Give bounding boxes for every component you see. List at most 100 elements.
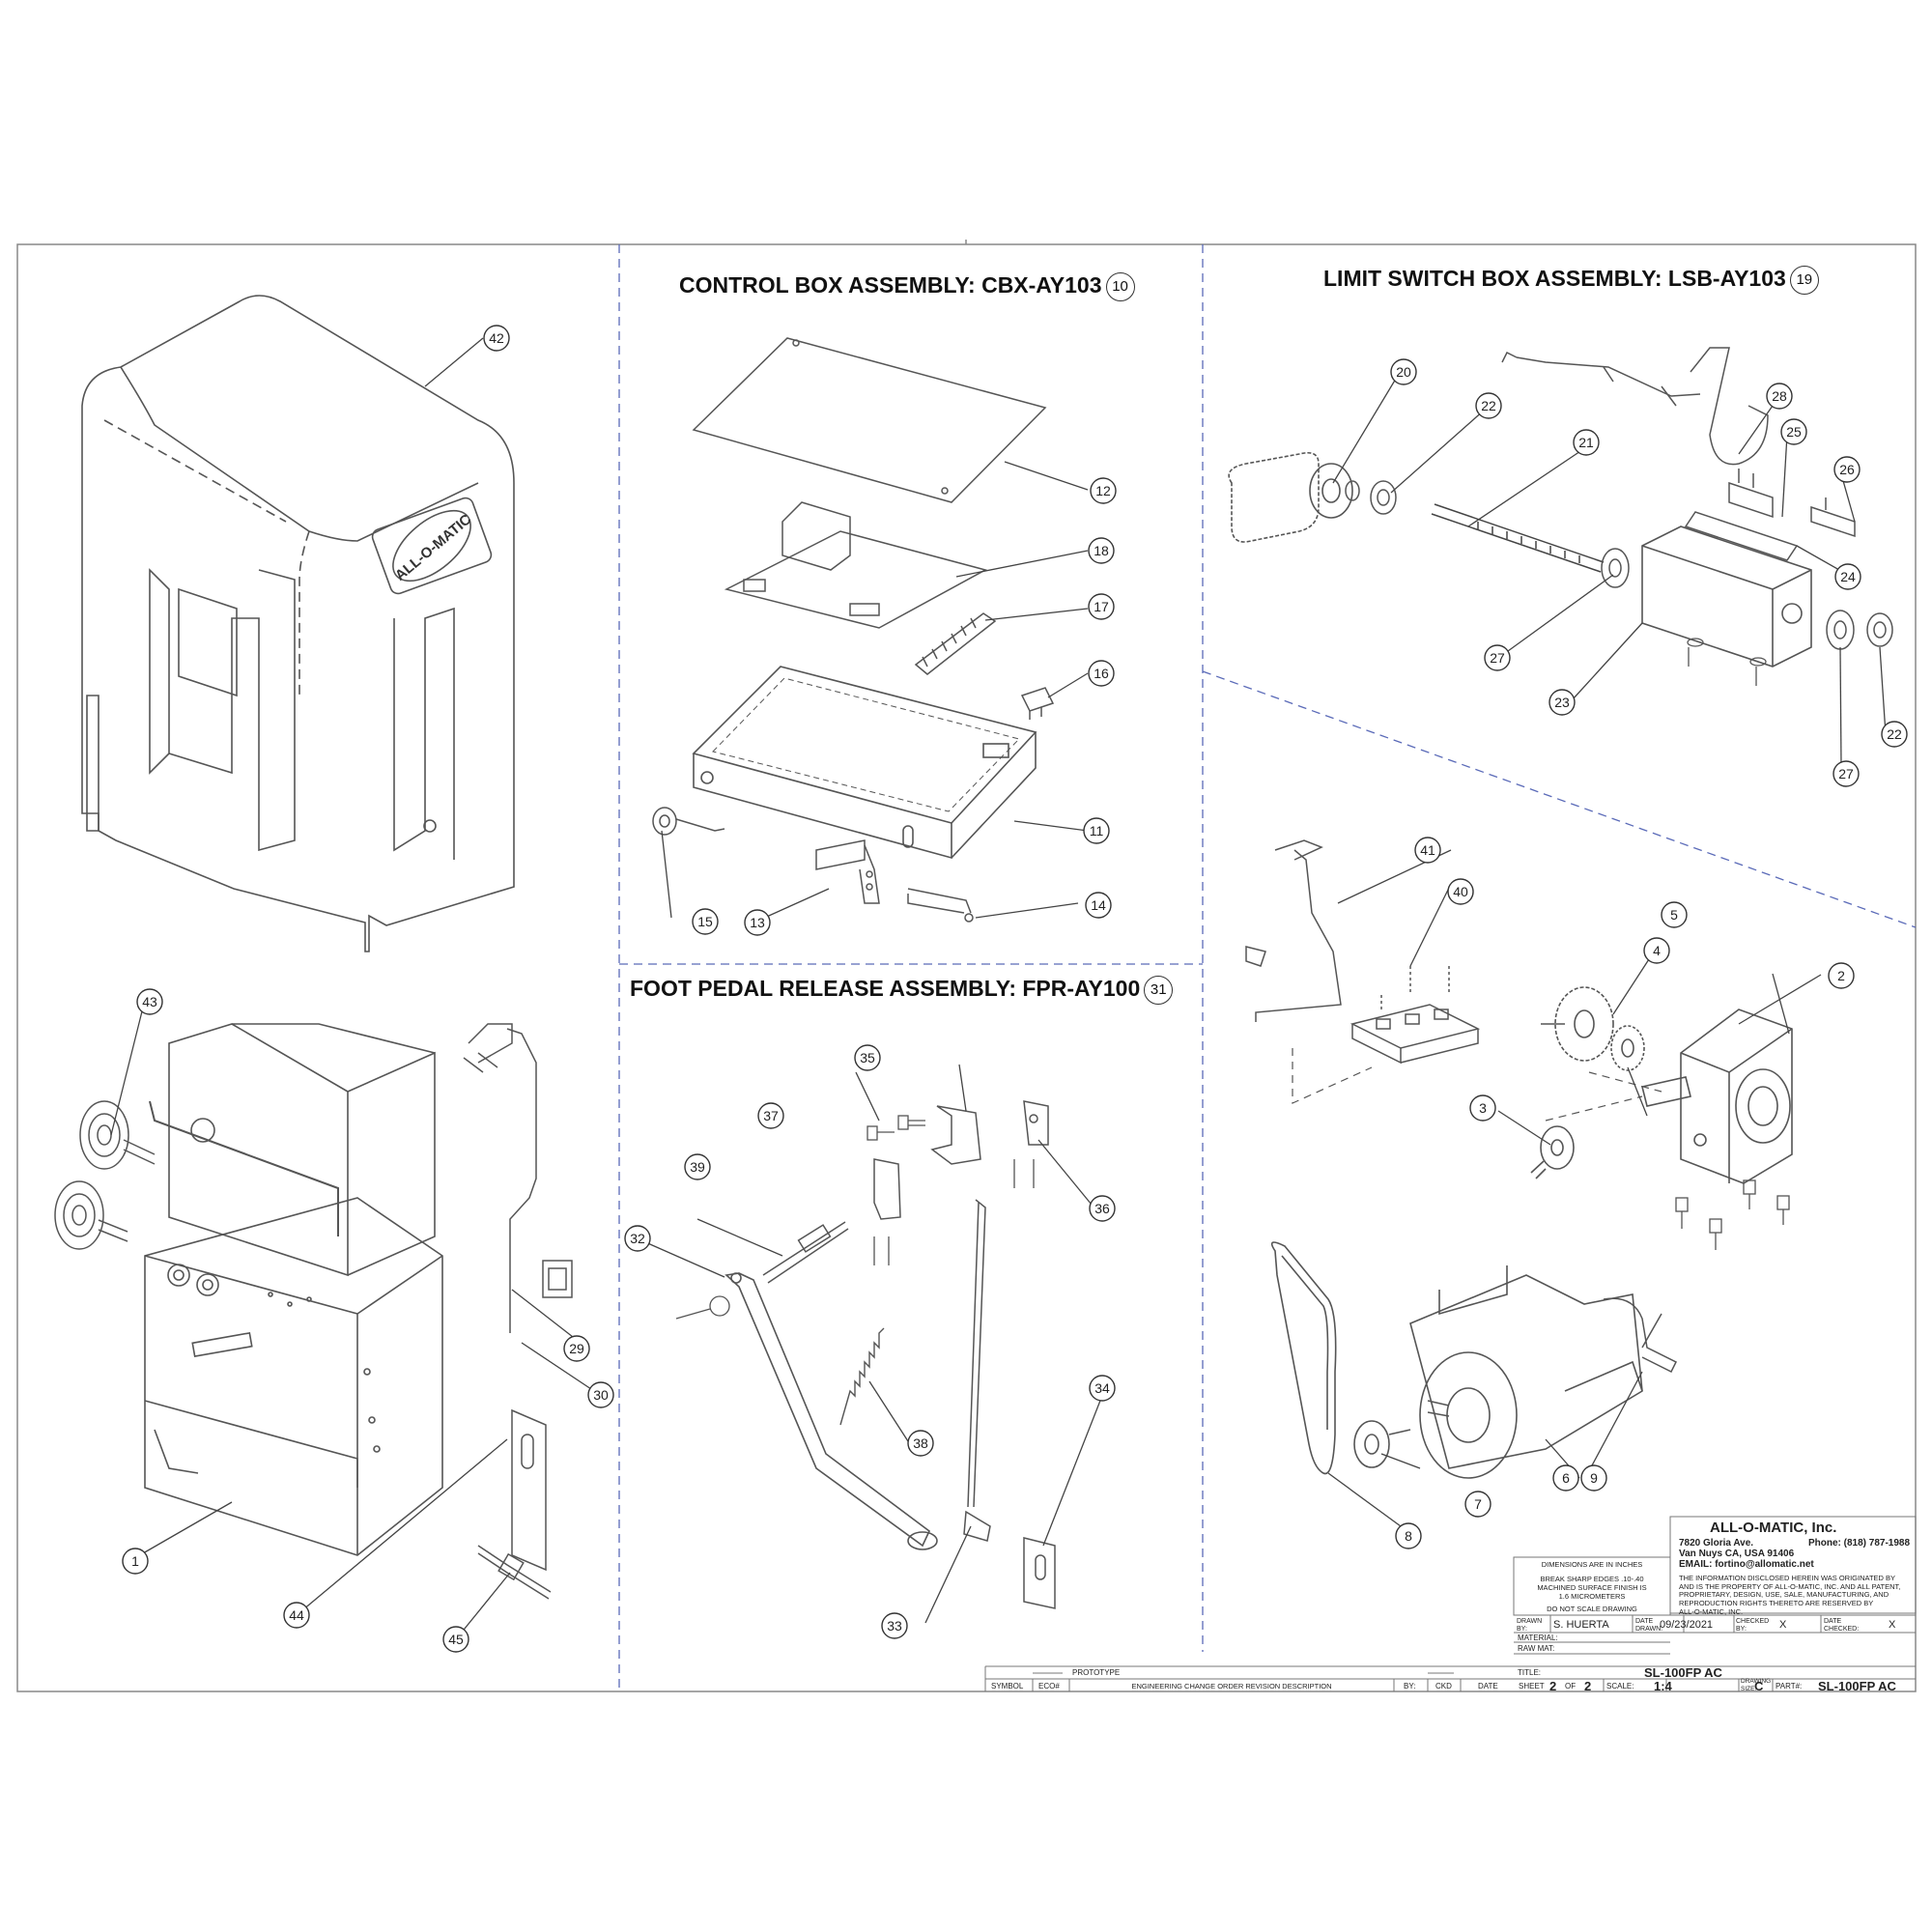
rev-header-eco: ECO# [1038, 1682, 1060, 1690]
balloon: 44 [283, 1602, 310, 1629]
stud-part-45 [477, 1545, 552, 1600]
rev-header-description: ENGINEERING CHANGE ORDER REVISION DESCRI… [1131, 1682, 1332, 1690]
revision-row-text: PROTOTYPE [1072, 1668, 1121, 1677]
proprietary-line: REPRODUCTION RIGHTS THERETO ARE RESERVED… [1679, 1598, 1874, 1607]
balloon: 42 [483, 325, 510, 352]
balloon: 11 [1083, 817, 1110, 844]
cover-plate-part-12 [692, 337, 1047, 503]
wire-harness-part-41 [1245, 839, 1342, 1022]
balloon: 41 [1414, 837, 1441, 864]
balloon: 15 [692, 908, 719, 935]
foot-pedal-title-text: FOOT PEDAL RELEASE ASSEMBLY: FPR-AY100 [630, 976, 1141, 1002]
svg-text:12: 12 [1095, 483, 1111, 498]
bracket-part-36 [1023, 1100, 1049, 1146]
balloon: 16 [1088, 660, 1115, 687]
svg-text:11: 11 [1090, 823, 1104, 838]
rod-part-33 [963, 1199, 991, 1542]
cover-part-42 [81, 295, 515, 952]
svg-text:34: 34 [1094, 1380, 1110, 1396]
balloon: 22 [1881, 721, 1908, 748]
svg-text:8: 8 [1405, 1528, 1412, 1544]
sheet-total: 2 [1584, 1679, 1592, 1693]
svg-text:26: 26 [1839, 462, 1855, 477]
svg-text:4: 4 [1653, 943, 1661, 958]
balloon: 21 [1573, 429, 1600, 456]
balloon: 24 [1834, 563, 1861, 590]
plate-part-44 [511, 1408, 547, 1572]
motor-pulley-part-7 [1353, 1420, 1411, 1468]
svg-text:29: 29 [569, 1341, 584, 1356]
svg-text:32: 32 [630, 1231, 645, 1246]
balloon: 6 [1552, 1464, 1579, 1492]
rev-header-symbol: SYMBOL [991, 1682, 1024, 1690]
plate-part-34 [1023, 1537, 1056, 1609]
sprocket-part-5 [1541, 986, 1614, 1062]
balloon: 25 [1780, 418, 1807, 445]
svg-text:14: 14 [1091, 897, 1106, 913]
svg-text:7: 7 [1474, 1496, 1482, 1512]
balloon: 33 [881, 1612, 908, 1639]
title-label: TITLE: [1518, 1668, 1542, 1677]
svg-text:44: 44 [289, 1607, 304, 1623]
limit-switch-title-text: LIMIT SWITCH BOX ASSEMBLY: LSB-AY103 [1323, 266, 1786, 292]
svg-text:13: 13 [750, 915, 765, 930]
leader-dashed-lines [1292, 1048, 1662, 1122]
svg-text:20: 20 [1396, 364, 1411, 380]
svg-text:15: 15 [697, 914, 713, 929]
gearbox-bolts [1675, 1179, 1790, 1250]
svg-text:22: 22 [1887, 726, 1902, 742]
balloon: 12 [1090, 477, 1117, 504]
drawing-title: SL-100FP AC [1644, 1665, 1722, 1680]
balloon: 7 [1464, 1491, 1492, 1518]
svg-text:36: 36 [1094, 1201, 1110, 1216]
balloon: 5 [1661, 901, 1688, 928]
button-part-15 [652, 807, 725, 836]
balloon: 27 [1833, 760, 1860, 787]
balloon: 40 [1447, 878, 1474, 905]
scale-value: 1:4 [1654, 1679, 1672, 1693]
balloon: 36 [1089, 1195, 1116, 1222]
balloon: 17 [1088, 593, 1115, 620]
balloon: 2 [1828, 962, 1855, 989]
company-name: ALL-O-MATIC, Inc. [1710, 1520, 1837, 1536]
bracket-part-24 [1684, 511, 1799, 561]
capacitor-part-9 [1603, 1297, 1678, 1374]
svg-text:42: 42 [489, 330, 504, 346]
balloon: 34 [1089, 1375, 1116, 1402]
rollers-part-43 [54, 1100, 156, 1250]
rev-header-date: DATE [1478, 1682, 1498, 1690]
pcb-part-18 [724, 501, 988, 629]
switches-parts-25-26 [1728, 469, 1856, 538]
shaft-part-39 [762, 1221, 849, 1284]
note-line: 1.6 MICROMETERS [1558, 1592, 1626, 1601]
svg-text:35: 35 [860, 1050, 875, 1065]
part-label: PART#: [1776, 1682, 1803, 1690]
svg-text:21: 21 [1578, 435, 1594, 450]
svg-text:27: 27 [1838, 766, 1854, 781]
svg-text:30: 30 [593, 1387, 609, 1403]
date-checked-label: DATE CHECKED: [1824, 1618, 1860, 1634]
drawn-by-label: DRAWN BY: [1517, 1618, 1543, 1634]
motor-part-6 [1409, 1265, 1643, 1479]
balloon: 32 [624, 1225, 651, 1252]
balloon: 39 [684, 1153, 711, 1180]
svg-text:23: 23 [1554, 695, 1570, 710]
svg-text:25: 25 [1786, 424, 1802, 440]
note-line: DO NOT SCALE DRAWING [1547, 1605, 1637, 1613]
proprietary-notice: THE INFORMATION DISCLOSED HEREIN WAS ORI… [1679, 1574, 1900, 1616]
control-box-title-text: CONTROL BOX ASSEMBLY: CBX-AY103 [679, 272, 1102, 298]
drawing-notes: DIMENSIONS ARE IN INCHES BREAK SHARP EDG… [1520, 1560, 1664, 1613]
note-line: MACHINED SURFACE FINISH IS [1537, 1583, 1647, 1592]
limit-switch-ref-balloon: 19 [1789, 266, 1819, 295]
svg-text:27: 27 [1490, 650, 1505, 666]
part-number: SL-100FP AC [1818, 1679, 1896, 1693]
lsb-screws [1687, 638, 1767, 686]
frame-part-1 [144, 1023, 443, 1556]
proprietary-line: THE INFORMATION DISCLOSED HEREIN WAS ORI… [1679, 1574, 1896, 1582]
hardware-screws [675, 1115, 1035, 1320]
note-line: BREAK SHARP EDGES .10-.40 [1540, 1575, 1644, 1583]
svg-text:5: 5 [1670, 907, 1678, 923]
